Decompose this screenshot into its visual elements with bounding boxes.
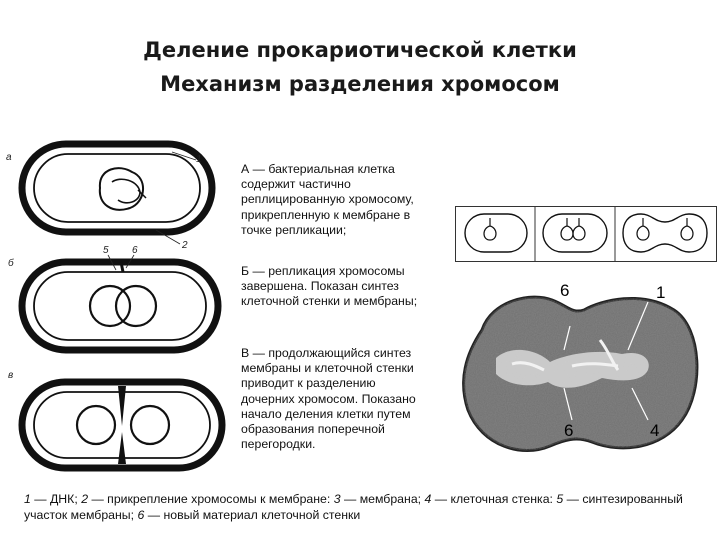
- label-2: 2: [181, 240, 188, 251]
- caption-text-4: — клеточная стенка:: [431, 492, 557, 506]
- caption-num-3: 3: [333, 492, 341, 506]
- caption-num-1: 1: [24, 492, 31, 506]
- label-5: 5: [103, 245, 109, 256]
- label-row-a: а: [6, 152, 12, 163]
- page-subtitle: Механизм разделения хромосом: [160, 72, 560, 96]
- division-schematic: [455, 206, 717, 262]
- caption-num-4: 4: [424, 492, 432, 506]
- micrograph-label-1: 1: [656, 283, 665, 302]
- legend-caption: 1 — ДНК; 2 — прикрепление хромосомы к ме…: [24, 491, 704, 523]
- caption-text-3: — мембрана;: [340, 492, 425, 506]
- caption-num-2: 2: [81, 492, 89, 506]
- cell-drawings: а 1 2 б 5 6 в: [6, 140, 226, 472]
- caption-text-2: — прикрепление хромосомы к мембране:: [88, 492, 334, 506]
- page-title: Деление прокариотической клетки: [143, 38, 577, 62]
- micrograph-label-6-bottom: 6: [564, 421, 573, 440]
- stage-b-description: Б — репликация хромосомы завершена. Пока…: [241, 264, 418, 309]
- stage-c-description: В — продолжающийся синтез мембраны и кле…: [241, 346, 416, 452]
- label-1: 1: [196, 154, 202, 165]
- caption-text-1: — ДНК;: [30, 492, 82, 506]
- label-6: 6: [132, 245, 138, 256]
- caption-text-5: — синтезированный участок мембраны;: [24, 492, 683, 522]
- label-row-b: б: [8, 257, 14, 269]
- electron-micrograph: 6 1 6 4: [462, 281, 699, 452]
- caption-text-6: — новый материал клеточной стенки: [144, 508, 361, 522]
- label-row-c: в: [8, 370, 13, 381]
- micrograph-label-4: 4: [650, 421, 659, 440]
- stage-a-description: А — бактериальная клетка содержит частич…: [241, 162, 414, 237]
- cell-stage-a: [18, 140, 216, 236]
- caption-num-6: 6: [137, 508, 145, 522]
- cell-stage-b: [18, 258, 222, 354]
- micrograph-label-6-top: 6: [560, 281, 569, 300]
- cell-stage-c: [18, 378, 226, 472]
- caption-num-5: 5: [556, 492, 564, 506]
